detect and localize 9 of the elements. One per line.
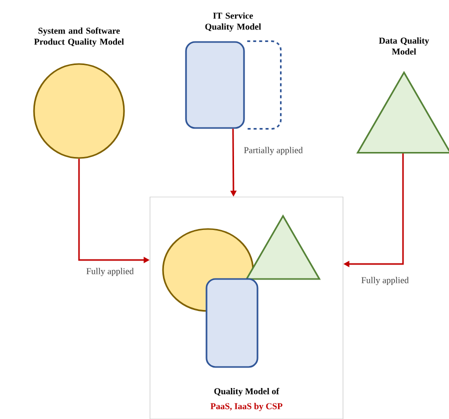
caption-title: PaaS, IaaS by CSP — [210, 402, 282, 412]
heading: IT Service Quality Model — [205, 12, 261, 32]
edge-label: Partially applied — [244, 146, 303, 156]
edge-label: Fully applied — [361, 276, 409, 286]
heading: Data Quality Model — [379, 37, 430, 55]
caption-title: Quality Model of — [214, 388, 280, 396]
rounded-rectangle — [206, 278, 258, 368]
heading: System and Software Product Quality Model — [34, 27, 124, 47]
edge-label: Fully applied — [86, 268, 134, 276]
